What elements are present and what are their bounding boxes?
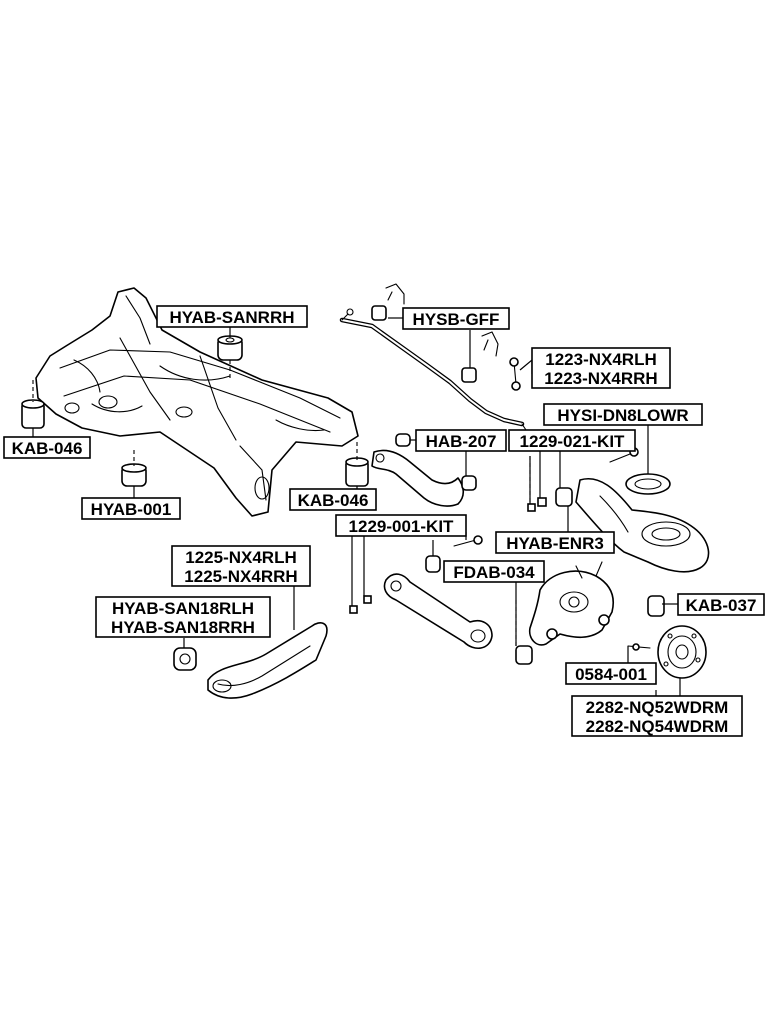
lateral-control-arm [207,622,328,699]
label-hyab-sanrrh: HYAB-SANRRH [156,305,308,328]
label-1225-nx4: 1225-NX4RLH 1225-NX4RRH [171,545,311,587]
bolt-1229-021-kit [527,447,639,512]
bushing-hyab-san18 [173,647,197,671]
svg-text:HYAB-001: HYAB-001 [91,500,172,519]
svg-text:HYSI-DN8LOWR: HYSI-DN8LOWR [557,406,688,425]
svg-text:0584-001: 0584-001 [575,665,647,684]
bushing-fdab-034 [425,555,441,573]
svg-text:KAB-046: KAB-046 [12,439,83,458]
bushing-kab-046-right [345,457,369,487]
svg-text:HYAB-SAN18RRH: HYAB-SAN18RRH [111,618,255,637]
label-fdab-034: FDAB-034 [443,560,545,583]
stabilizer-bar [339,308,527,431]
svg-text:1223-NX4RLH: 1223-NX4RLH [545,350,657,369]
svg-text:FDAB-034: FDAB-034 [453,563,535,582]
stabilizer-link [509,357,521,391]
svg-text:HAB-207: HAB-207 [426,432,497,451]
bushing-hyab-sanrrh [217,335,243,361]
svg-text:2282-NQ52WDRM: 2282-NQ52WDRM [586,698,729,717]
bushing-hyab-enr3 [555,487,573,507]
rear-subframe [35,287,359,517]
label-kab-037: KAB-037 [677,593,765,616]
label-hyab-enr3: HYAB-ENR3 [495,531,615,554]
rear-knuckle [528,561,614,646]
bushing-kab-046-left [21,399,45,429]
svg-text:1229-001-KIT: 1229-001-KIT [349,517,455,536]
svg-text:1223-NX4RRH: 1223-NX4RRH [544,369,657,388]
svg-text:1229-021-KIT: 1229-021-KIT [520,432,626,451]
bushing-hab-207 [395,433,477,491]
hub-bearing [657,625,707,679]
label-1229-001-kit: 1229-001-KIT [335,514,467,537]
svg-text:1225-NX4RRH: 1225-NX4RRH [184,567,297,586]
svg-text:HYSB-GFF: HYSB-GFF [413,310,500,329]
svg-text:HYAB-ENR3: HYAB-ENR3 [506,534,604,553]
label-2282-nq: 2282-NQ52WDRM 2282-NQ54WDRM [571,695,743,737]
stabilizer-bracket [385,283,499,357]
label-hysb-gff: HYSB-GFF [402,307,510,330]
label-1229-021-kit: 1229-021-KIT [508,429,636,452]
label-kab-046-right: KAB-046 [289,488,377,511]
spring-seat [625,473,671,495]
upper-control-arm [371,449,465,507]
label-hab-207: HAB-207 [415,429,507,452]
label-hysi-dn8lowr: HYSI-DN8LOWR [543,403,703,426]
bolt-1229-001-kit [349,535,483,614]
bushing-kab-037 [647,595,665,617]
svg-text:2282-NQ54WDRM: 2282-NQ54WDRM [586,717,729,736]
svg-text:HYAB-SANRRH: HYAB-SANRRH [170,308,295,327]
svg-text:KAB-037: KAB-037 [686,596,757,615]
trailing-link [383,573,493,649]
svg-text:HYAB-SAN18RLH: HYAB-SAN18RLH [112,599,254,618]
label-kab-046-left: KAB-046 [3,436,91,459]
axle-nut [627,643,651,651]
label-hyab-001: HYAB-001 [81,497,181,520]
bushing-hyab-001 [121,463,147,487]
bushing-knuckle-lower [515,645,533,665]
label-0584-001: 0584-001 [565,662,657,685]
label-1223-nx4: 1223-NX4RLH 1223-NX4RRH [531,347,671,389]
stabilizer-bushing [371,305,477,383]
svg-text:1225-NX4RLH: 1225-NX4RLH [185,548,297,567]
svg-text:KAB-046: KAB-046 [298,491,369,510]
label-hyab-san18: HYAB-SAN18RLH HYAB-SAN18RRH [95,596,271,638]
